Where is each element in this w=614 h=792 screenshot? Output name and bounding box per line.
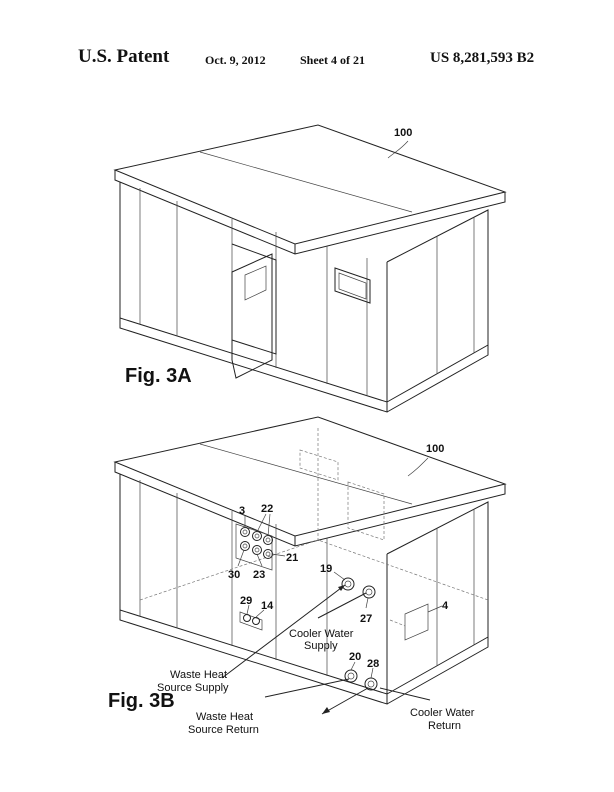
ref-29: 29	[240, 595, 252, 607]
patent-label: U.S. Patent	[78, 46, 170, 67]
fitting-20	[344, 669, 358, 683]
base-side	[386, 345, 489, 413]
hidden-vent	[299, 449, 339, 481]
label-cooler-return-1: Cooler Water	[410, 707, 475, 719]
label-cooler-supply-2: Supply	[304, 640, 338, 652]
fig-3a-caption: Fig. 3A	[125, 365, 192, 387]
ref-23: 23	[253, 569, 265, 581]
patent-date: Oct. 9, 2012	[205, 53, 266, 67]
cooler-return-leader	[379, 687, 431, 701]
label-waste-return-1: Waste Heat	[196, 711, 253, 723]
ref-30: 30	[228, 569, 240, 581]
waste-supply-leader	[221, 584, 346, 679]
open-door	[231, 253, 273, 379]
ref-4: 4	[442, 600, 449, 612]
label-cooler-supply-1: Cooler Water	[289, 628, 354, 640]
ref-27: 27	[360, 613, 372, 625]
figure-3a: 100 Fig. 3A	[113, 124, 507, 413]
door-window	[244, 265, 267, 301]
label-cooler-return-2: Return	[428, 720, 461, 732]
front-face	[119, 182, 388, 403]
roof-top-b	[113, 416, 507, 537]
base-front	[119, 318, 388, 413]
label-waste-supply-2: Source Supply	[157, 682, 229, 694]
side-panel-4	[404, 603, 429, 641]
ref-100-a: 100	[394, 127, 412, 139]
fitting-19	[341, 577, 355, 591]
front-face-b	[119, 474, 388, 695]
cooler-supply-leader	[317, 592, 367, 619]
roof-top	[113, 124, 507, 245]
door-frame	[231, 243, 277, 355]
patent-number: US 8,281,593 B2	[430, 50, 535, 66]
vent-panel	[334, 267, 371, 304]
ref-19: 19	[320, 563, 332, 575]
ref-21: 21	[286, 552, 298, 564]
ref-100-b: 100	[426, 443, 444, 455]
ref-20: 20	[349, 651, 361, 663]
label-waste-return-2: Source Return	[188, 724, 259, 736]
roof-edge	[114, 170, 506, 255]
ref-22: 22	[261, 503, 273, 515]
sheet-number: Sheet 4 of 21	[300, 53, 365, 67]
ref-3: 3	[239, 505, 245, 517]
ref-14: 14	[261, 600, 274, 612]
waste-return-leader	[264, 678, 350, 698]
fittings-group	[240, 527, 273, 559]
fitting-27	[362, 585, 376, 599]
side-face	[386, 209, 489, 403]
fig-3b-caption: Fig. 3B	[108, 690, 175, 712]
ref-28: 28	[367, 658, 379, 670]
figure-3b: 100 3 22 21 30 23 19 27 29 14 4 20 28 Co…	[108, 416, 507, 736]
label-waste-supply-1: Waste Heat	[170, 669, 227, 681]
side-face-b	[386, 501, 489, 695]
roof-seam	[199, 151, 413, 213]
